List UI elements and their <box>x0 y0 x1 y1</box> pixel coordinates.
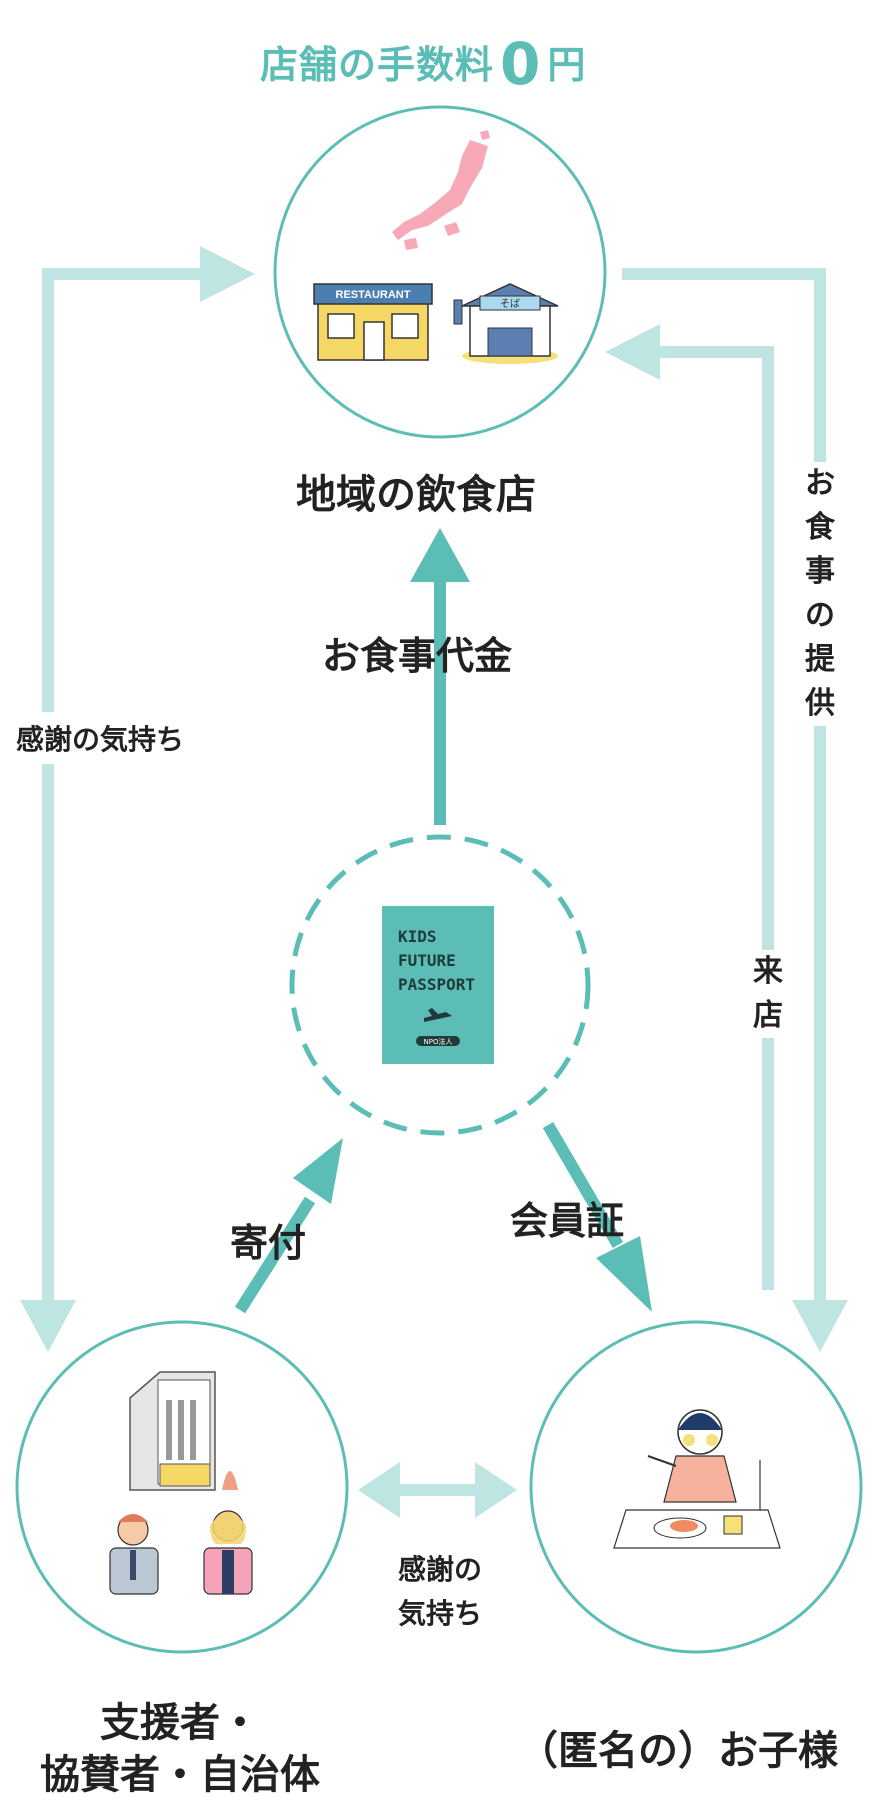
donation-connector <box>234 1138 343 1314</box>
meal-provision-connector <box>622 268 848 1352</box>
passport-badge-bg <box>416 1036 460 1046</box>
gratitude-bottom-connector <box>358 1462 517 1518</box>
gratitude-left-arrowhead-top <box>200 246 255 302</box>
passport-line-1: KIDS <box>398 927 437 946</box>
airplane-icon <box>424 1008 452 1022</box>
gratitude-bottom-label-line-2: 気持ち <box>397 1597 482 1630</box>
eating-child-icon <box>613 1409 781 1549</box>
passport-badge-text: NPO法人 <box>424 1037 453 1046</box>
title-prefix: 店舗の手数料 <box>260 43 495 87</box>
restaurant-building-icon: RESTAURANT <box>313 283 433 361</box>
donation-label: 寄付 <box>230 1221 307 1265</box>
visit-connector <box>605 324 774 1290</box>
soba-sign-text: そば <box>500 298 520 310</box>
supporters-label-line-1: 支援者・ <box>100 1700 260 1746</box>
japan-map-icon <box>392 130 490 250</box>
restaurant-sign-text: RESTAURANT <box>336 289 411 301</box>
membership-label: 会員証 <box>510 1199 625 1243</box>
male-supporter-icon <box>109 1514 159 1595</box>
meal-provision-arrowhead <box>792 1300 848 1352</box>
gratitude-left-arrowhead-bottom <box>20 1300 76 1352</box>
female-supporter-icon <box>203 1510 253 1595</box>
supporters-node <box>15 1320 349 1654</box>
gratitude-left-connector <box>20 246 255 1352</box>
visit-arrowhead <box>605 324 660 380</box>
supporters-label-line-2: 協賛者・自治体 <box>40 1752 320 1798</box>
gratitude-left-label: 感謝の気持ち <box>16 712 185 764</box>
meal-payment-label: お食事代金 <box>322 634 513 678</box>
meal-payment-connector <box>410 528 470 825</box>
title-zero: 0 <box>500 30 542 98</box>
gratitude-bottom-label-line-1: 感謝の <box>397 1553 482 1586</box>
office-building-icon <box>129 1371 238 1491</box>
visit-label: 来店 <box>751 950 785 1038</box>
membership-connector <box>542 1121 652 1312</box>
restaurant-label: 地域の飲食店 <box>296 472 536 518</box>
passport-node: KIDS FUTURE PASSPORT NPO法人 <box>289 834 591 1136</box>
children-node <box>529 1320 863 1654</box>
soba-shop-icon: そば <box>453 283 559 364</box>
passport-line-2: FUTURE <box>398 951 456 970</box>
restaurant-node: RESTAURANT そば <box>273 105 607 439</box>
children-label: （匿名の）お子様 <box>518 1728 838 1774</box>
passport-line-3: PASSPORT <box>398 975 475 994</box>
meal-provision-label: お食事の提供 <box>803 462 837 726</box>
title-suffix: 円 <box>547 43 587 87</box>
